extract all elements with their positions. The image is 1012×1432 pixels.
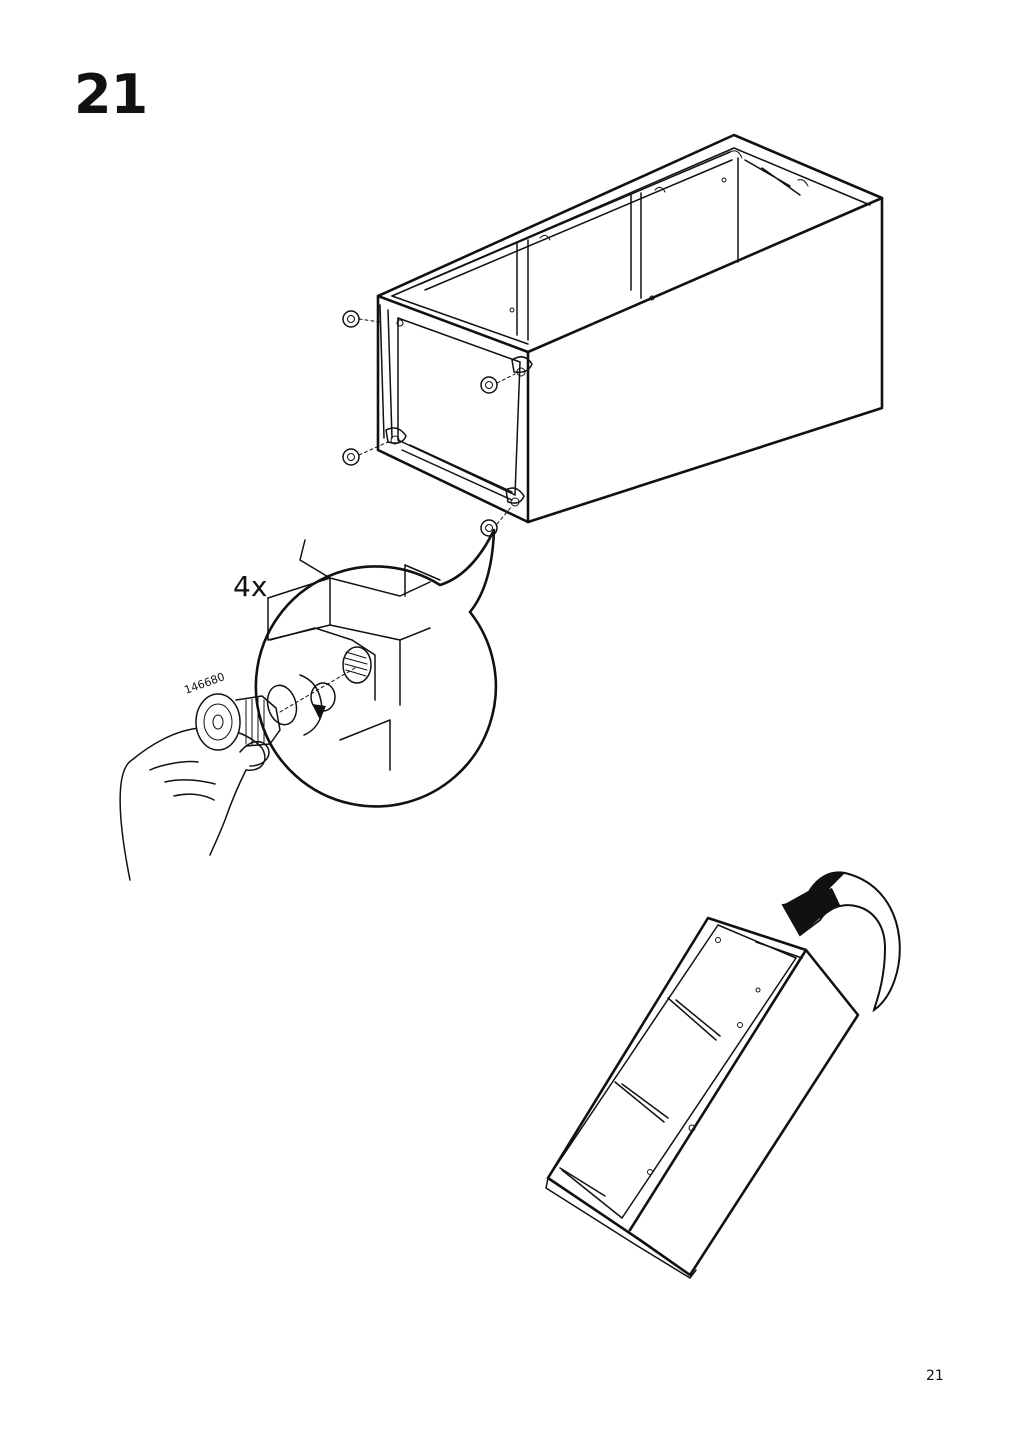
leveling-foot-icon (195, 667, 356, 751)
leveling-foot-icon (342, 310, 381, 328)
leveling-foot-icon (480, 373, 516, 394)
detail-callout: 4x 146680 (119, 528, 498, 881)
tilted-cabinet-illustration (545, 916, 860, 1279)
leveling-foot-icon (342, 441, 389, 466)
step-number: 21 (74, 63, 148, 126)
rotate-arrow-icon (781, 871, 901, 1013)
hand-icon (119, 726, 270, 881)
leveling-foot-icon (480, 505, 513, 537)
page-number: 21 (926, 1368, 944, 1384)
cabinet-frame-illustration (376, 133, 884, 524)
quantity-label: 4x (233, 570, 267, 603)
leveling-feet (342, 310, 516, 537)
part-number-label: 146680 (183, 670, 227, 697)
